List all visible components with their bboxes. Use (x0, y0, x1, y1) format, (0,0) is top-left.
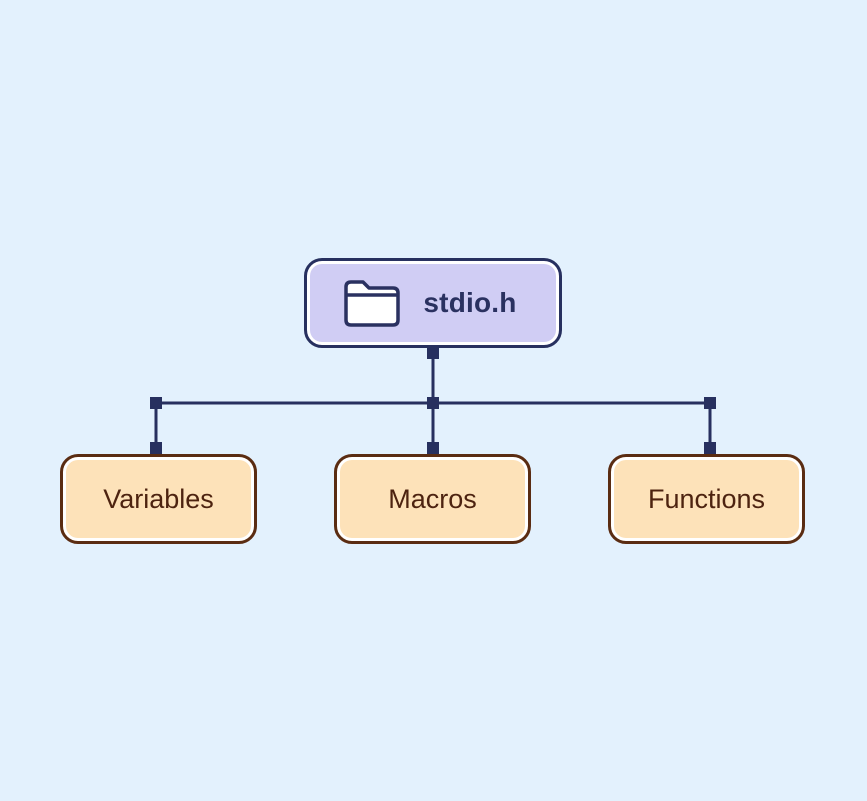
child-label-macros: Macros (388, 483, 477, 514)
bus-left-marker (150, 397, 162, 409)
variables-anchor-marker (150, 442, 162, 454)
root-node[interactable]: stdio.h (304, 258, 562, 348)
root-label: stdio.h (423, 287, 517, 318)
functions-anchor-marker (704, 442, 716, 454)
child-node-variables[interactable]: Variables (60, 454, 257, 544)
bus-center-marker (427, 397, 439, 409)
bus-right-marker (704, 397, 716, 409)
folder-icon (344, 280, 401, 327)
child-node-functions[interactable]: Functions (608, 454, 805, 544)
child-label-functions: Functions (647, 483, 766, 514)
macros-anchor-marker (427, 442, 439, 454)
child-node-macros[interactable]: Macros (334, 454, 531, 544)
root-anchor-marker (427, 347, 439, 359)
child-label-variables: Variables (103, 483, 214, 514)
